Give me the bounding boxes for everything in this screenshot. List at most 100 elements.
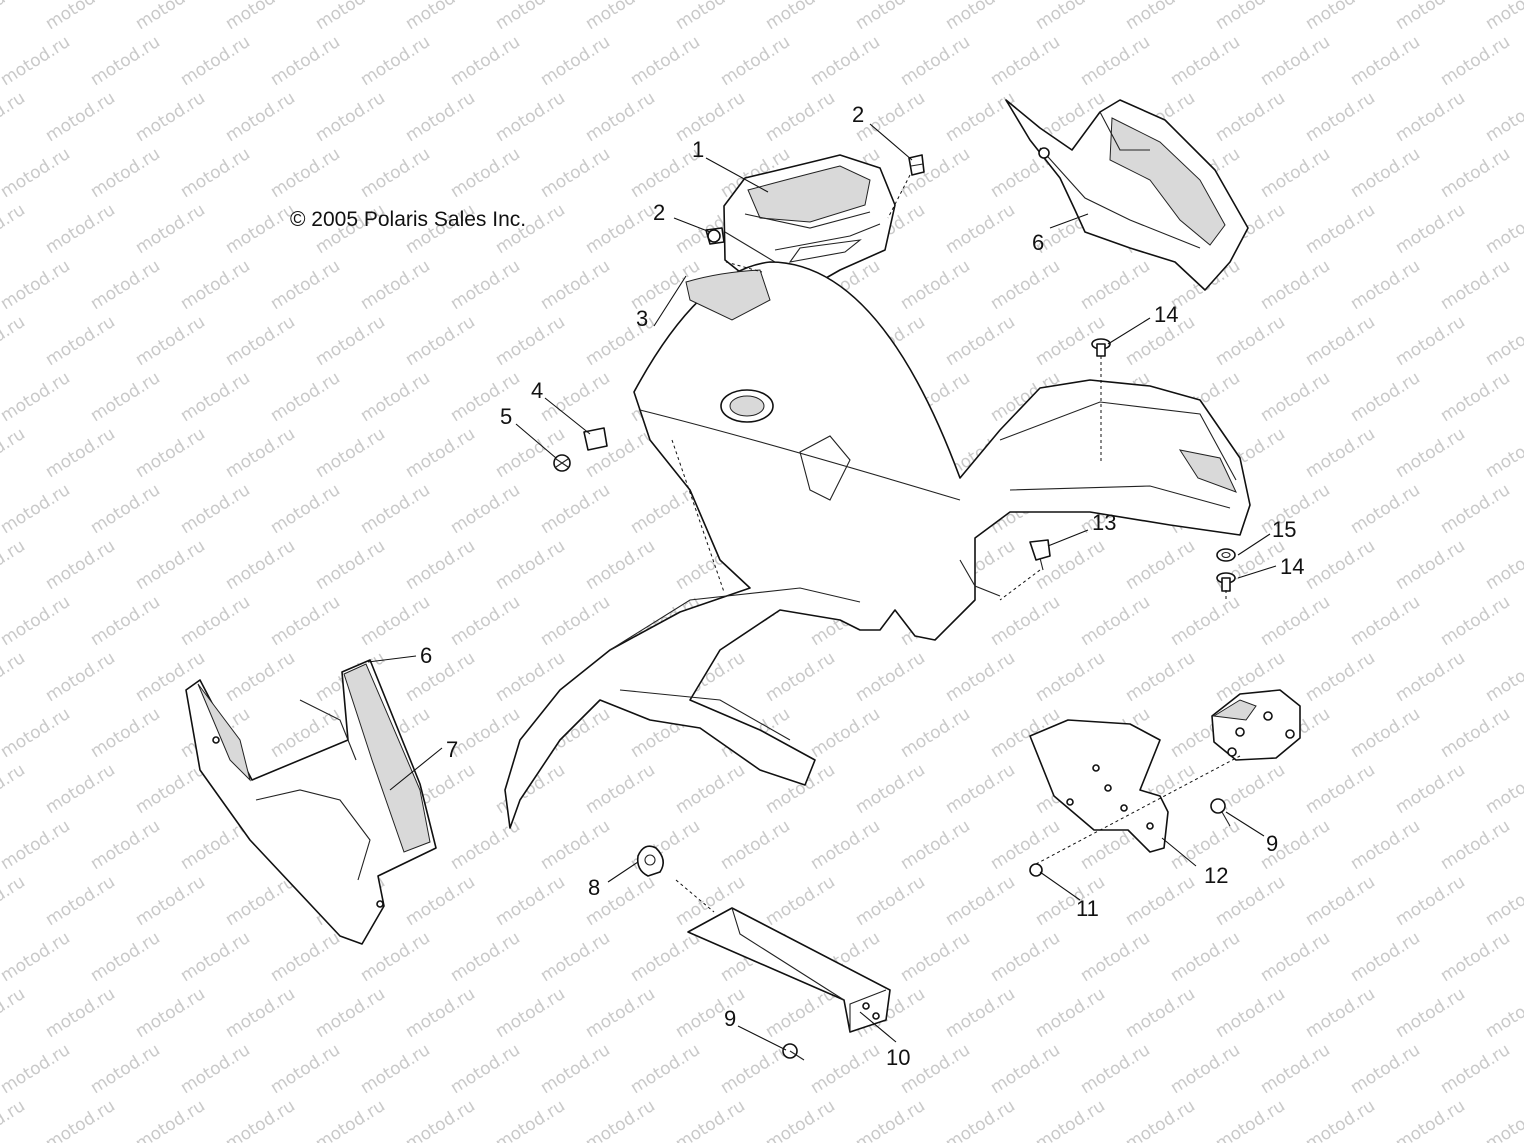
part-rivet-left bbox=[705, 227, 725, 245]
watermark-text: motod.ru bbox=[132, 872, 209, 930]
watermark-text: motod.ru bbox=[177, 144, 254, 202]
watermark-text: motod.ru bbox=[447, 144, 524, 202]
watermark-text: motod.ru bbox=[1347, 368, 1424, 426]
watermark-text: motod.ru bbox=[132, 0, 209, 34]
watermark-text: motod.ru bbox=[222, 984, 299, 1042]
watermark-text: motod.ru bbox=[312, 424, 389, 482]
watermark-text: motod.ru bbox=[42, 312, 119, 370]
watermark-text: motod.ru bbox=[177, 1040, 254, 1098]
watermark-text: motod.ru bbox=[1392, 88, 1469, 146]
watermark-text: motod.ru bbox=[672, 760, 749, 818]
watermark-text: motod.ru bbox=[1482, 872, 1524, 930]
watermark-text: motod.ru bbox=[357, 480, 434, 538]
watermark-text: motod.ru bbox=[1482, 984, 1524, 1042]
watermark-text: motod.ru bbox=[132, 312, 209, 370]
watermark-text: motod.ru bbox=[537, 592, 614, 650]
part-screw-5 bbox=[553, 454, 571, 472]
leader-lines bbox=[367, 123, 1277, 1051]
watermark-text: motod.ru bbox=[1482, 1096, 1524, 1143]
watermark-text: motod.ru bbox=[1437, 1040, 1514, 1098]
watermark-text: motod.ru bbox=[0, 816, 74, 874]
watermark-text: motod.ru bbox=[87, 144, 164, 202]
watermark-text: motod.ru bbox=[762, 1096, 839, 1143]
watermark-text: motod.ru bbox=[582, 760, 659, 818]
watermark-text: motod.ru bbox=[942, 1096, 1019, 1143]
callout-13: 13 bbox=[1092, 510, 1116, 535]
watermark-text: motod.ru bbox=[1257, 368, 1334, 426]
watermark-text: motod.ru bbox=[672, 0, 749, 34]
watermark-text: motod.ru bbox=[987, 256, 1064, 314]
watermark-text: motod.ru bbox=[357, 368, 434, 426]
watermark-text: motod.ru bbox=[447, 928, 524, 986]
watermark-text: motod.ru bbox=[402, 1096, 479, 1143]
watermark-text: motod.ru bbox=[537, 1040, 614, 1098]
watermark-text: motod.ru bbox=[177, 32, 254, 90]
watermark-text: motod.ru bbox=[0, 200, 29, 258]
watermark-text: motod.ru bbox=[357, 144, 434, 202]
watermark-text: motod.ru bbox=[1077, 928, 1154, 986]
watermark-text: motod.ru bbox=[87, 32, 164, 90]
watermark-text: motod.ru bbox=[1437, 144, 1514, 202]
watermark-text: motod.ru bbox=[762, 88, 839, 146]
watermark-text: motod.ru bbox=[942, 760, 1019, 818]
watermark-text: motod.ru bbox=[222, 424, 299, 482]
watermark-text: motod.ru bbox=[1392, 536, 1469, 594]
watermark-text: motod.ru bbox=[1347, 704, 1424, 762]
callout-4: 4 bbox=[531, 378, 543, 403]
callout-14-lower: 14 bbox=[1280, 554, 1304, 579]
watermark-text: motod.ru bbox=[1302, 312, 1379, 370]
watermark-text: motod.ru bbox=[267, 256, 344, 314]
watermark-text: motod.ru bbox=[852, 760, 929, 818]
watermark-text: motod.ru bbox=[1392, 200, 1469, 258]
watermark-text: motod.ru bbox=[1437, 704, 1514, 762]
watermark-text: motod.ru bbox=[132, 1096, 209, 1143]
watermark-text: motod.ru bbox=[1482, 760, 1524, 818]
watermark-text: motod.ru bbox=[672, 984, 749, 1042]
watermark-text: motod.ru bbox=[762, 872, 839, 930]
watermark-text: motod.ru bbox=[42, 200, 119, 258]
watermark-text: motod.ru bbox=[312, 88, 389, 146]
watermark-text: motod.ru bbox=[1347, 480, 1424, 538]
watermark-text: motod.ru bbox=[312, 536, 389, 594]
watermark-text: motod.ru bbox=[987, 816, 1064, 874]
watermark-text: motod.ru bbox=[1077, 32, 1154, 90]
watermark-text: motod.ru bbox=[87, 592, 164, 650]
watermark-text: motod.ru bbox=[0, 984, 29, 1042]
watermark-text: motod.ru bbox=[582, 536, 659, 594]
watermark-text: motod.ru bbox=[1347, 592, 1424, 650]
watermark-text: motod.ru bbox=[177, 368, 254, 426]
watermark-text: motod.ru bbox=[537, 32, 614, 90]
watermark-text: motod.ru bbox=[222, 0, 299, 34]
watermark-text: motod.ru bbox=[222, 312, 299, 370]
watermark-text: motod.ru bbox=[1257, 928, 1334, 986]
callout-15: 15 bbox=[1272, 517, 1296, 542]
watermark-text: motod.ru bbox=[1392, 984, 1469, 1042]
watermark-text: motod.ru bbox=[312, 984, 389, 1042]
watermark-text: motod.ru bbox=[132, 984, 209, 1042]
watermark-text: motod.ru bbox=[132, 424, 209, 482]
watermark-text: motod.ru bbox=[87, 928, 164, 986]
watermark-text: motod.ru bbox=[1482, 0, 1524, 34]
watermark-text: motod.ru bbox=[987, 1040, 1064, 1098]
callout-5: 5 bbox=[500, 404, 512, 429]
watermark-text: motod.ru bbox=[222, 536, 299, 594]
watermark-text: motod.ru bbox=[42, 88, 119, 146]
watermark-text: motod.ru bbox=[87, 368, 164, 426]
part-screw-9-lower bbox=[782, 1043, 805, 1061]
watermark-text: motod.ru bbox=[0, 536, 29, 594]
watermark-text: motod.ru bbox=[267, 928, 344, 986]
watermark-text: motod.ru bbox=[537, 368, 614, 426]
watermark-text: motod.ru bbox=[492, 984, 569, 1042]
part-bolt-14-upper bbox=[1091, 338, 1111, 357]
watermark-text: motod.ru bbox=[1437, 368, 1514, 426]
watermark-text: motod.ru bbox=[807, 704, 884, 762]
watermark-text: motod.ru bbox=[0, 32, 74, 90]
watermark-text: motod.ru bbox=[402, 984, 479, 1042]
watermark-text: motod.ru bbox=[177, 592, 254, 650]
watermark-text: motod.ru bbox=[1302, 424, 1379, 482]
callout-8: 8 bbox=[588, 875, 600, 900]
watermark-text: motod.ru bbox=[582, 984, 659, 1042]
callout-6-lower: 6 bbox=[420, 643, 432, 668]
watermark-text: motod.ru bbox=[1032, 0, 1109, 34]
watermark-text: motod.ru bbox=[312, 1096, 389, 1143]
